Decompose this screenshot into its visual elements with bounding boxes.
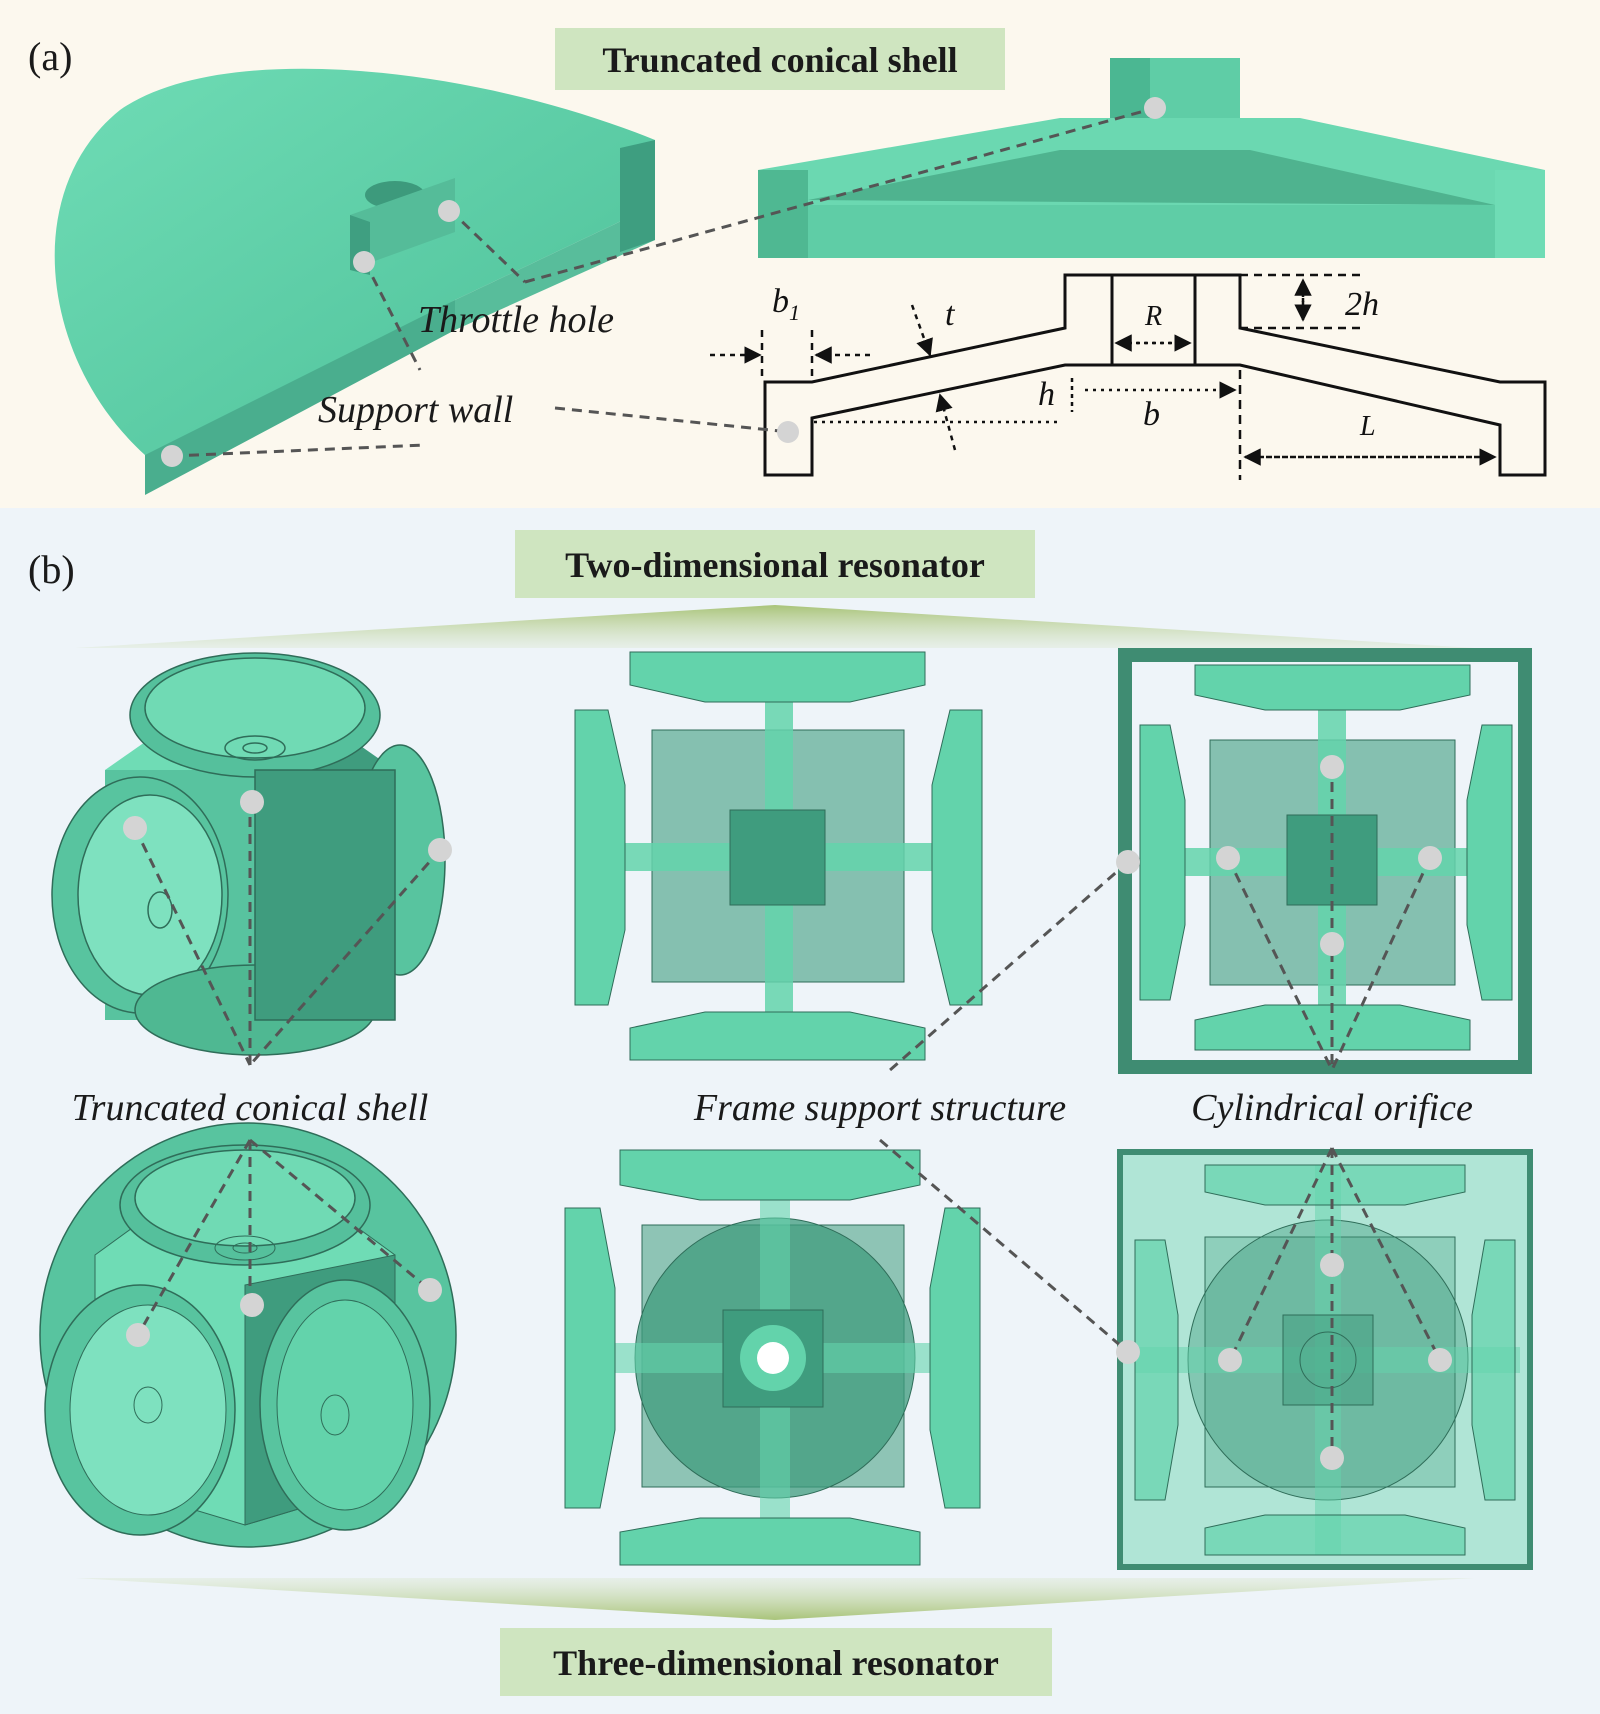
bottom-divider-band: [75, 1578, 1475, 1620]
panel-b-title-bottom-box: [500, 1628, 1052, 1696]
panel-b-title-bottom: Three-dimensional resonator: [553, 1643, 999, 1683]
dim-h: h: [1038, 376, 1055, 413]
panel-b-title-top-box: [515, 530, 1035, 598]
label-cylindrical-orifice: Cylindrical orifice: [1191, 1087, 1473, 1129]
panel-a-title-box: [555, 28, 1005, 90]
resonator-2d-framed: [1118, 648, 1532, 1074]
dim-b1: b1: [772, 283, 800, 325]
panel-a-title: Truncated conical shell: [602, 40, 957, 80]
top-divider-band: [75, 605, 1475, 648]
panel-b-markers: [123, 755, 1452, 1470]
half-shell-cutaway: [54, 68, 655, 495]
resonator-3d-framed: [1117, 1149, 1533, 1570]
dimension-lines: [710, 273, 1497, 480]
dim-b: b: [1143, 396, 1160, 433]
label-throttle-hole: Throttle hole: [418, 299, 614, 341]
panel-a-markers: [161, 97, 1166, 467]
panel-a-leaders: [171, 106, 1156, 458]
dim-t: t: [945, 296, 956, 333]
label-truncated-conical-shell: Truncated conical shell: [72, 1087, 429, 1129]
label-frame-support-structure: Frame support structure: [693, 1087, 1066, 1129]
cross-section-render: [758, 58, 1545, 258]
panel-b-leaders: [133, 765, 1442, 1458]
panel-a-tag: (a): [28, 34, 72, 79]
dim-2h: 2h: [1345, 286, 1379, 323]
dim-R: R: [1144, 301, 1162, 332]
resonator-3d-front: [564, 1149, 981, 1566]
panel-b-tag: (b): [28, 547, 75, 592]
resonator-2d-iso: [51, 652, 446, 1056]
label-support-wall: Support wall: [318, 389, 513, 431]
resonator-2d-front: [574, 651, 983, 1061]
schematic-profile: [763, 273, 1547, 477]
panel-b-title-top: Two-dimensional resonator: [565, 545, 985, 585]
resonator-3d-iso: [39, 1122, 457, 1548]
dim-L: L: [1359, 411, 1376, 442]
